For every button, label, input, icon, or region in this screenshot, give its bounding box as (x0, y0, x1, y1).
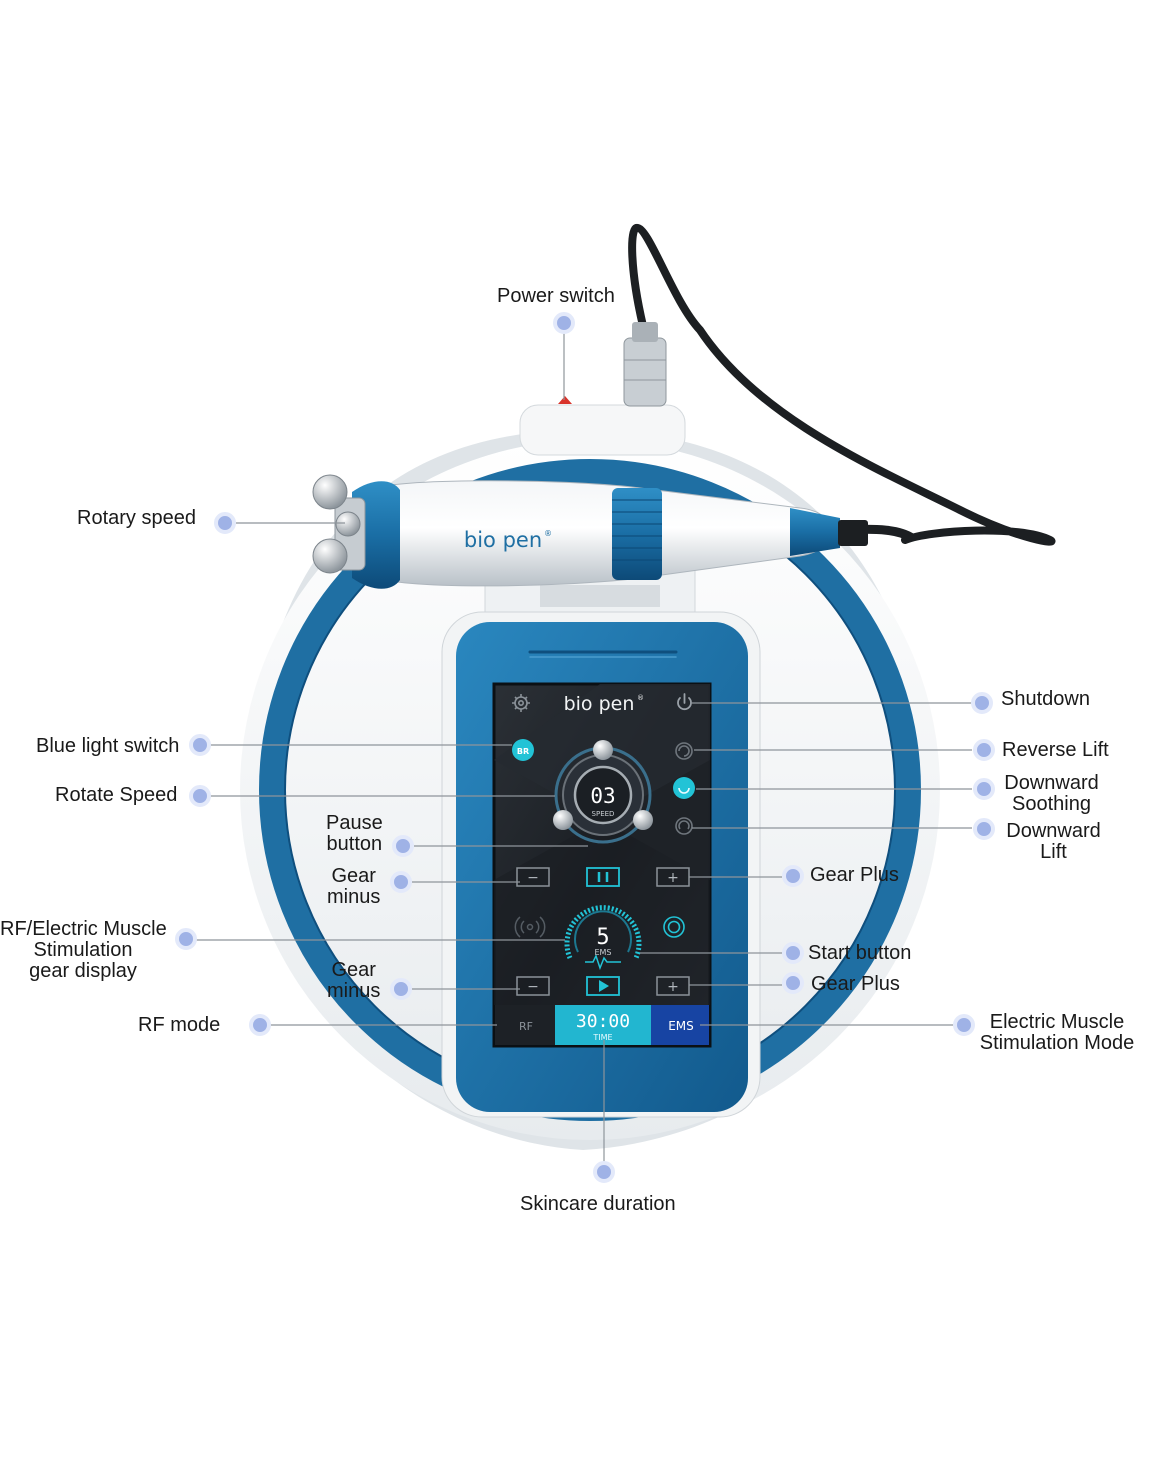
reverse-lift-icon[interactable] (675, 742, 693, 760)
gear-plus-glyph-top: + (667, 870, 679, 886)
speed-ball-right (633, 810, 653, 830)
blue-light-badge-text: BR (517, 747, 529, 756)
timer-caption: TIME (592, 1033, 612, 1042)
label-start-button: Start button (808, 942, 912, 964)
downward-lift-icon[interactable] (675, 817, 693, 835)
label-rf-mode: RF mode (138, 1014, 221, 1036)
ems-icon[interactable] (663, 916, 685, 938)
label-reverse-lift: Reverse Lift (1002, 739, 1109, 761)
ems-mode-tab[interactable] (651, 1005, 709, 1045)
ems-gear-gauge (564, 905, 642, 971)
power-switch-indicator (558, 396, 572, 404)
label-skincare-duration: Skincare duration (520, 1193, 676, 1215)
speed-ball-top (593, 740, 613, 760)
ems-value: 5 (596, 925, 609, 950)
timer-value: 30:00 (576, 1011, 630, 1032)
start-button[interactable] (586, 976, 620, 996)
screen-trademark: ® (637, 694, 644, 702)
rf-wave-icon[interactable] (514, 916, 546, 938)
gear-plus-glyph-bottom: + (667, 979, 679, 995)
ems-tab-label: EMS (668, 1019, 694, 1033)
handpiece-logo: bio pen (464, 528, 542, 552)
rotate-speed-dial (553, 740, 653, 844)
roller-ball-bottom (312, 538, 348, 574)
top-block (519, 404, 686, 456)
roller-ball-top (312, 474, 348, 510)
gear-minus-button-top[interactable] (516, 867, 550, 887)
gear-minus-glyph-top: − (527, 870, 539, 886)
label-rotary-speed: Rotary speed (77, 507, 196, 529)
handpiece-trademark: ® (544, 529, 552, 538)
blue-light-toggle (512, 739, 534, 761)
power-off-icon[interactable] (677, 693, 692, 711)
rf-mode-tab[interactable] (495, 1005, 555, 1045)
speed-ball-left (553, 810, 573, 830)
rf-tab-label: RF (519, 1020, 533, 1033)
leader-lines (196, 330, 972, 1162)
cable-connector (623, 337, 667, 407)
label-gear-plus-2: Gear Plus (811, 973, 900, 995)
label-gear-plus-1: Gear Plus (810, 864, 899, 886)
speed-caption: SPEED (592, 810, 615, 818)
power-cable (628, 224, 1056, 546)
grip-band (612, 488, 662, 580)
gear-plus-button-bottom[interactable] (656, 976, 690, 996)
label-shutdown: Shutdown (1001, 688, 1090, 710)
gear-minus-glyph-bottom: − (527, 979, 539, 995)
downward-soothing-icon[interactable] (673, 777, 695, 799)
screen-logo: bio pen (564, 693, 635, 715)
leader-dots (175, 312, 995, 1183)
settings-gear-icon[interactable] (512, 694, 530, 712)
gear-minus-button-bottom[interactable] (516, 976, 550, 996)
timer-tab (555, 1005, 651, 1045)
label-rotate-speed: Rotate Speed (55, 784, 178, 806)
handpiece[interactable] (312, 474, 868, 589)
label-power-switch: Power switch (497, 285, 615, 307)
pause-button[interactable] (586, 867, 620, 887)
label-blue-light-switch: Blue light switch (36, 735, 180, 757)
speed-value: 03 (590, 784, 615, 808)
ems-caption: EMS (594, 948, 611, 957)
